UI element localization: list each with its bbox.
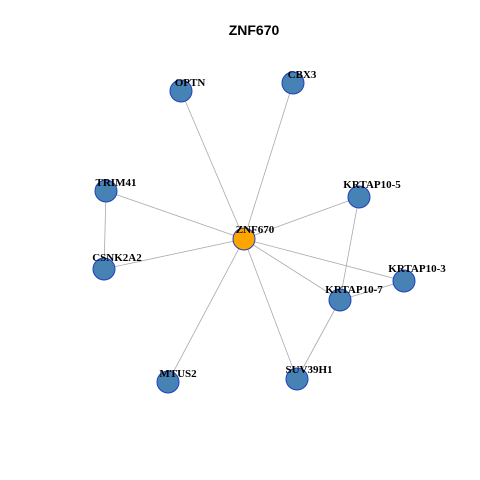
node-krtap10-5	[347, 185, 371, 209]
edge-znf670-krtap10-3	[243, 238, 405, 282]
node-trim41	[94, 179, 118, 203]
node-layer	[92, 71, 416, 394]
edge-trim41-csnk2a2	[103, 190, 107, 270]
edge-znf670-cbx3	[243, 82, 294, 240]
node-label-krtap10-5: KRTAP10-5	[343, 179, 401, 191]
node-krtap10-7	[328, 288, 352, 312]
edge-krtap10-5-krtap10-7	[339, 196, 360, 301]
edge-znf670-suv39h1	[243, 238, 298, 380]
node-label-trim41: TRIM41	[96, 177, 137, 189]
node-label-mtus2: MTUS2	[159, 368, 197, 380]
node-label-znf670: ZNF670	[236, 224, 275, 236]
node-label-suv39h1: SUV39H1	[285, 364, 332, 376]
node-optn	[169, 79, 193, 103]
node-label-cbx3: CBX3	[288, 69, 317, 81]
node-csnk2a2	[92, 257, 116, 281]
diagram-title: ZNF670	[229, 22, 280, 38]
edge-znf670-krtap10-7	[243, 238, 341, 301]
node-mtus2	[156, 370, 180, 394]
edge-znf670-krtap10-5	[243, 196, 360, 240]
node-label-krtap10-7: KRTAP10-7	[325, 284, 383, 296]
node-cbx3	[281, 71, 305, 95]
edge-znf670-csnk2a2	[103, 238, 245, 270]
node-suv39h1	[285, 367, 309, 391]
edge-krtap10-7-suv39h1	[296, 299, 341, 380]
edge-znf670-optn	[180, 90, 245, 240]
node-label-optn: OPTN	[175, 77, 206, 89]
node-label-csnk2a2: CSNK2A2	[92, 252, 142, 264]
node-znf670	[232, 227, 256, 251]
edge-znf670-mtus2	[167, 238, 245, 383]
node-label-krtap10-3: KRTAP10-3	[388, 263, 446, 275]
edge-znf670-trim41	[105, 190, 245, 240]
node-krtap10-3	[392, 269, 416, 293]
